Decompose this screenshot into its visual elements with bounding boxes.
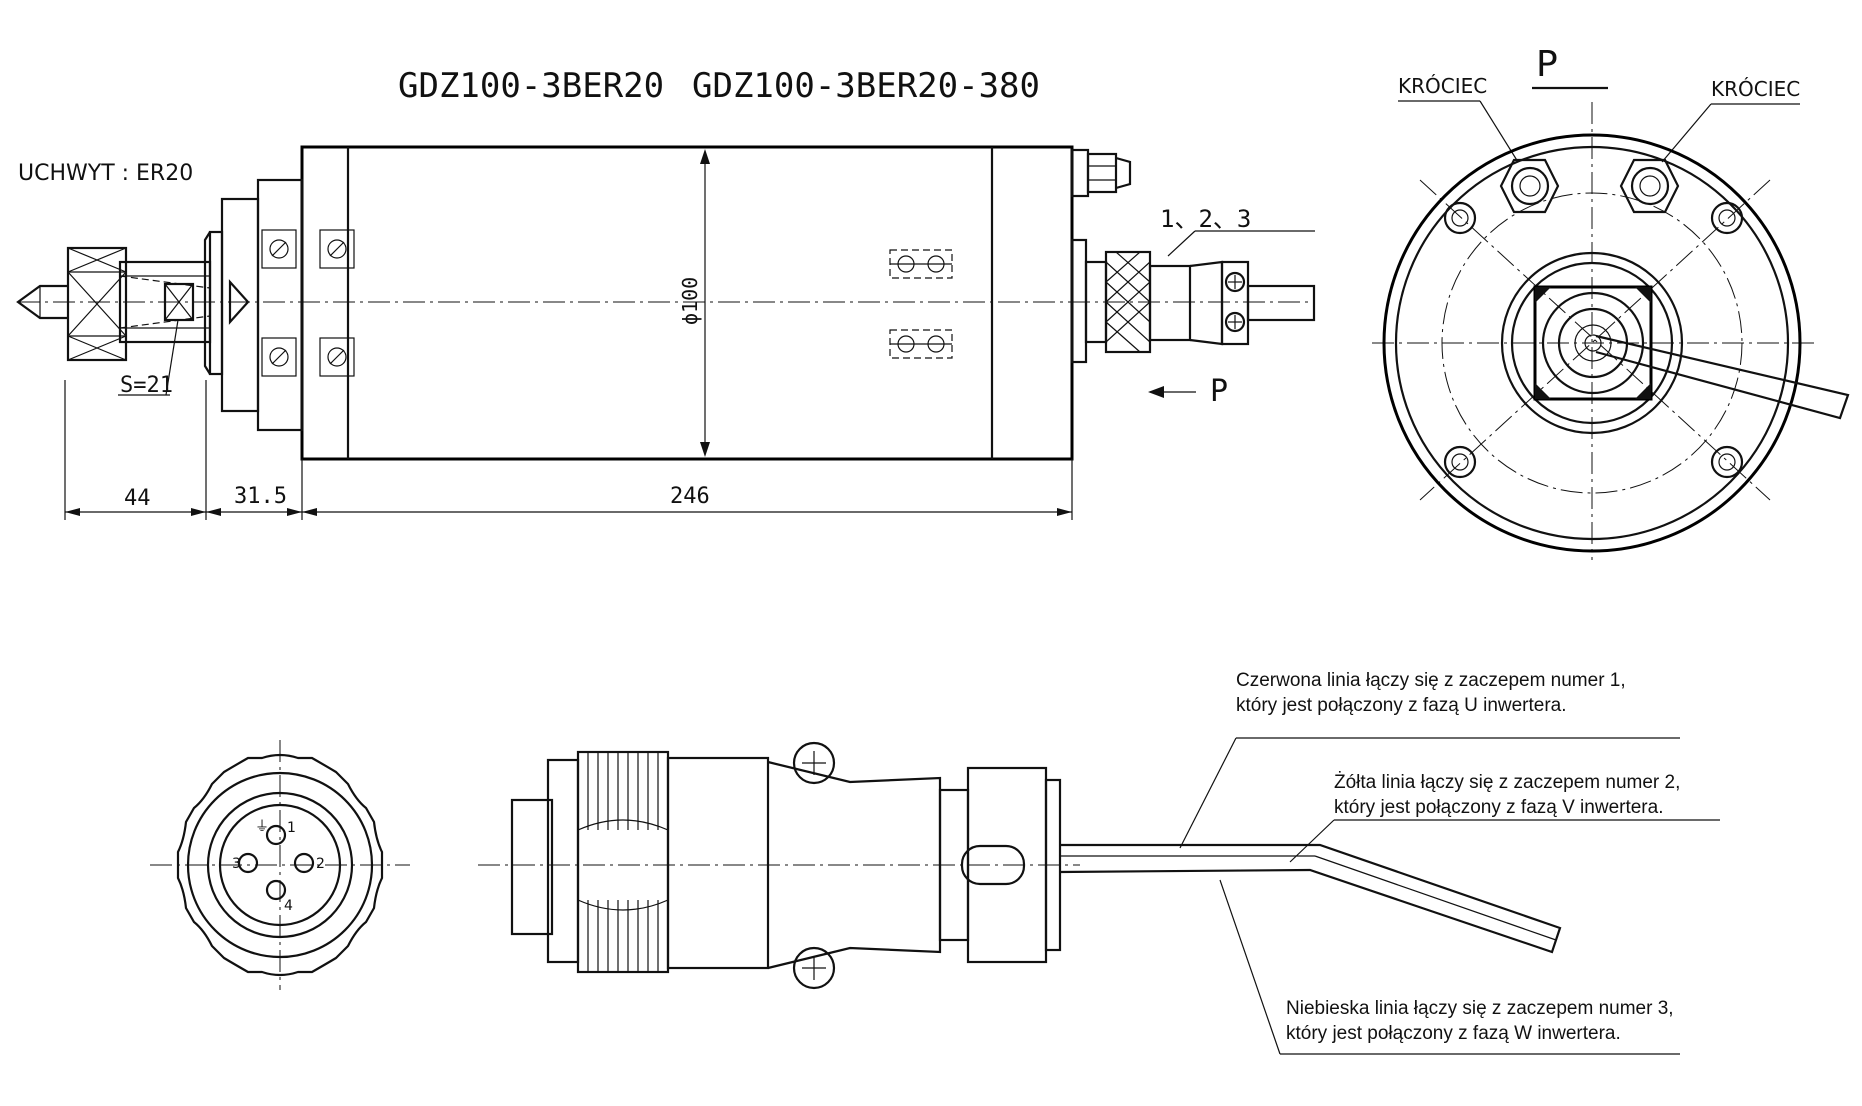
pin-3-label: 3: [232, 856, 241, 872]
note-yellow-line-2: który jest połączony z fazą V inwertera.: [1334, 797, 1663, 818]
spindle-side-view: ϕ100: [16, 145, 1316, 520]
note-yellow-line-1: Żółta linia łączy się z zaczepem numer 2…: [1334, 772, 1680, 793]
front-bearings: [261, 229, 355, 377]
model-title-secondary: GDZ100-3BER20-380: [692, 66, 1040, 106]
pin-1-label: 1: [287, 820, 296, 836]
end-view-fittings: [1499, 158, 1680, 214]
view-arrow-label: P: [1210, 374, 1228, 409]
fitting-right-label: KRÓCIEC: [1711, 77, 1800, 101]
model-title-primary: GDZ100-3BER20: [398, 66, 664, 106]
dimension-body: 246: [670, 484, 710, 509]
dimension-nose: 44: [124, 486, 151, 511]
connector-side-view: [478, 741, 1562, 990]
pin-4-label: 4: [284, 898, 293, 914]
note-red-line-1: Czerwona linia łączy się z zaczepem nume…: [1236, 670, 1626, 691]
dimension-flange: 31.5: [234, 484, 287, 509]
view-title: P: [1536, 44, 1558, 85]
collet-label: UCHWYT : ER20: [18, 161, 193, 186]
end-view-connector: [1533, 285, 1850, 420]
note-red-line-2: który jest połączony z fazą U inwertera.: [1236, 695, 1567, 716]
end-view-outer-ring: [1382, 133, 1802, 553]
ground-pin-icon: ⏚: [255, 819, 269, 835]
connector-pins-label: 1、2、3: [1160, 205, 1251, 233]
connector-knurled-ring: [176, 753, 384, 977]
rear-bearings: [889, 249, 953, 359]
fitting-left-label: KRÓCIEC: [1398, 74, 1487, 98]
rear-fitting-side: [1070, 148, 1132, 198]
rear-connector-side: [1070, 238, 1316, 364]
wiring-notes: Czerwona linia łączy się z zaczepem nume…: [1179, 670, 1720, 1055]
spindle-end-view: P KRÓCIEC KRÓCIEC: [1372, 44, 1850, 560]
note-blue-line-1: Niebieska linia łączy się z zaczepem num…: [1286, 998, 1674, 1019]
end-view-screws: [1443, 201, 1744, 479]
diameter-label: ϕ100: [678, 277, 702, 325]
collet-nose: [16, 246, 250, 362]
wrench-size-label: S=21: [120, 373, 173, 398]
connector-face-view: 1 2 3 4 ⏚: [150, 740, 410, 990]
pin-2-label: 2: [316, 856, 325, 872]
note-blue-line-2: który jest połączony z fazą W inwertera.: [1286, 1023, 1621, 1044]
